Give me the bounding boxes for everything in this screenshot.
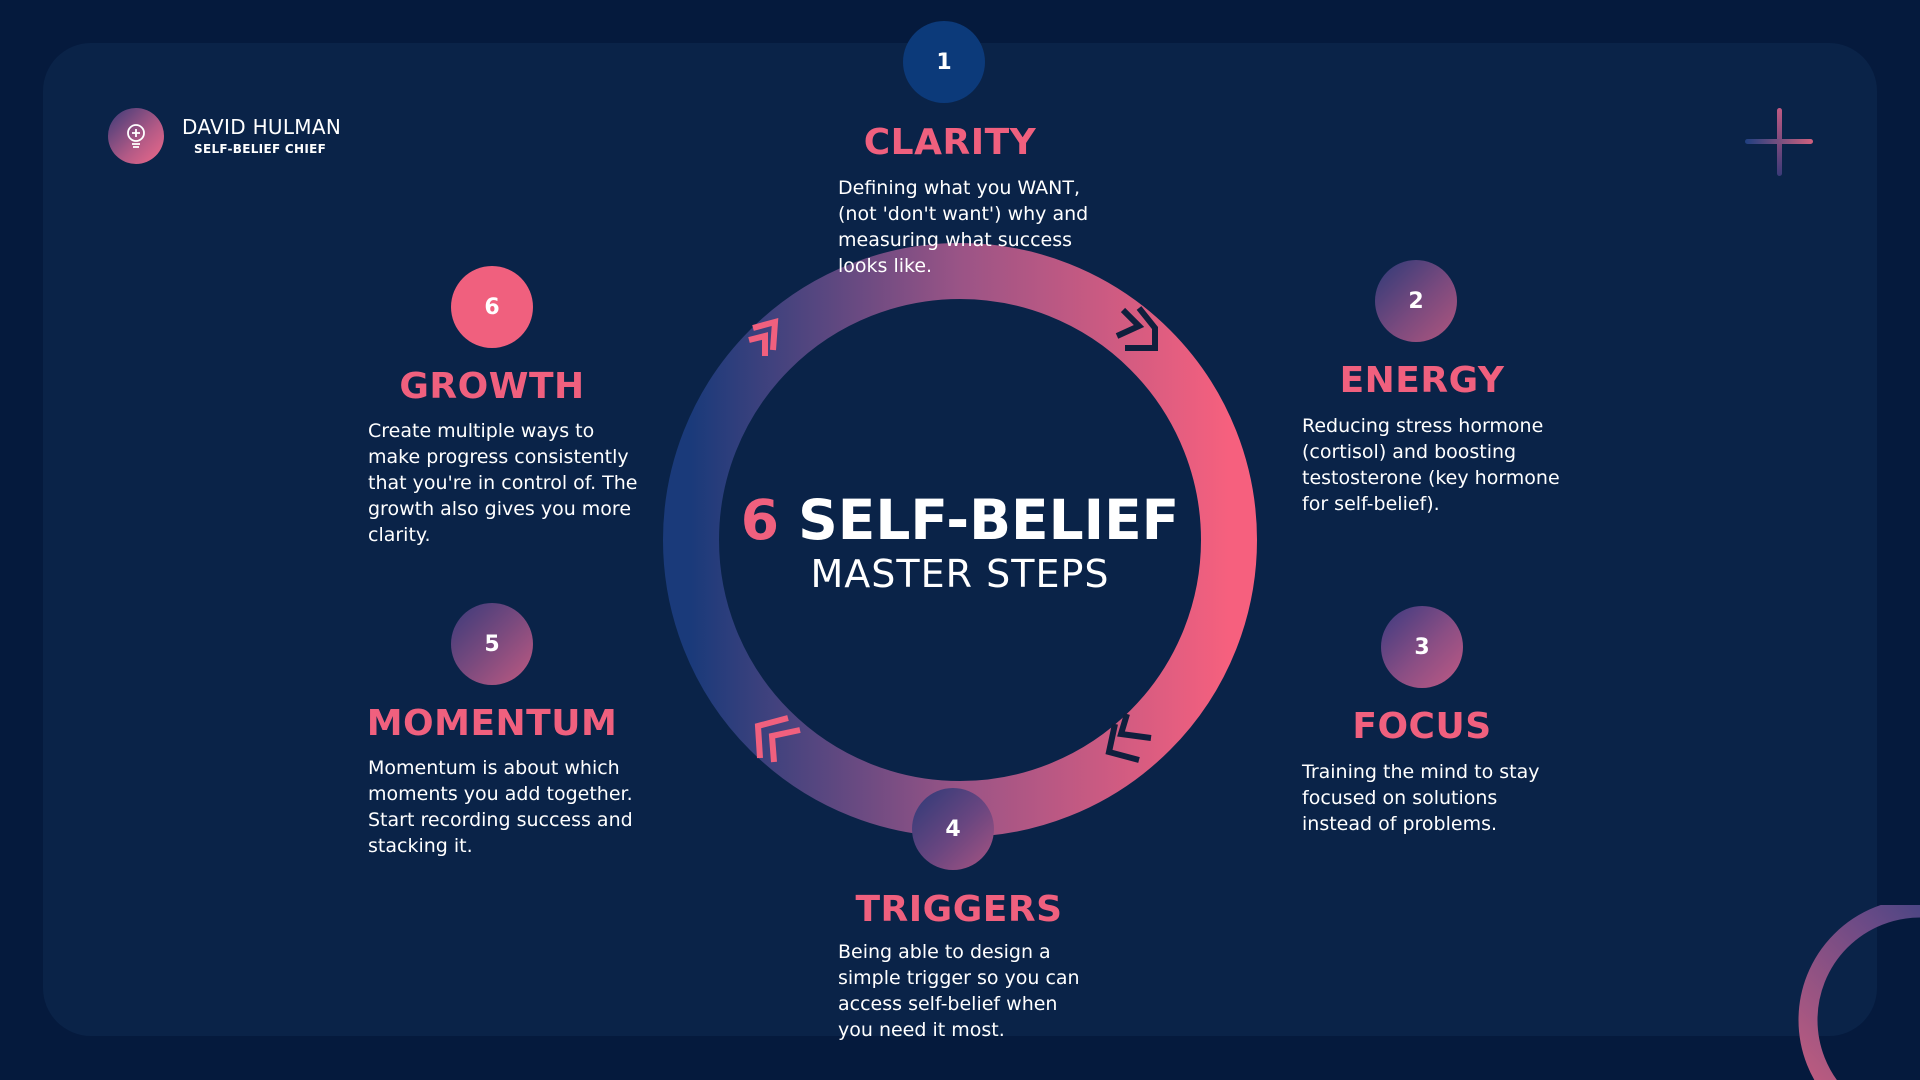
step-5-badge: 5 (451, 603, 533, 685)
step-4-description: Being able to design a simple trigger so… (838, 941, 1080, 1041)
step-3-description: Training the mind to stay focused on sol… (1302, 761, 1540, 835)
step-1-title: CLARITY (863, 122, 1037, 163)
step-5-description: Momentum is about which moments you add … (368, 757, 633, 857)
step-2-number: 2 (1408, 288, 1424, 314)
step-1-number: 1 (936, 49, 952, 75)
step-4-number: 4 (945, 816, 961, 842)
step-5-title: MOMENTUM (366, 703, 618, 744)
title-number: 6 (740, 488, 780, 552)
brand-logo (108, 108, 164, 164)
step-3-number: 3 (1414, 634, 1430, 660)
step-6-badge: 6 (451, 266, 533, 348)
content-panel (43, 43, 1877, 1036)
chevron-icon (1105, 713, 1152, 763)
title-main: SELF-BELIEF (798, 488, 1180, 552)
step-2-title: ENERGY (1339, 360, 1505, 401)
step-3-badge: 3 (1381, 606, 1463, 688)
step-6-description: Create multiple ways to make progress co… (368, 420, 638, 546)
brand-subtitle: SELF-BELIEF CHIEF (194, 142, 327, 156)
diagram-title: 6 SELF-BELIEF (660, 488, 1260, 552)
diagram-subtitle: MASTER STEPS (810, 552, 1110, 596)
step-1-description: Defining what you WANT, (not 'don't want… (838, 177, 1089, 277)
lightbulb-icon (127, 124, 145, 148)
step-4-badge: 4 (912, 788, 994, 870)
plus-icon (1745, 108, 1813, 176)
step-2-badge: 2 (1375, 260, 1457, 342)
chevron-icon (1115, 306, 1158, 351)
step-6-number: 6 (484, 294, 500, 320)
step-2-description: Reducing stress hormone (cortisol) and b… (1302, 415, 1560, 515)
chevron-icon (748, 317, 779, 356)
chevron-icon (754, 715, 801, 763)
step-6-title: GROWTH (399, 366, 585, 407)
brand-name: DAVID HULMAN (182, 115, 342, 139)
step-4-title: TRIGGERS (855, 889, 1063, 930)
decorative-arc (1798, 905, 1920, 1080)
step-5-number: 5 (484, 631, 500, 657)
step-1-badge: 1 (903, 21, 985, 103)
step-3-title: FOCUS (1352, 706, 1492, 747)
